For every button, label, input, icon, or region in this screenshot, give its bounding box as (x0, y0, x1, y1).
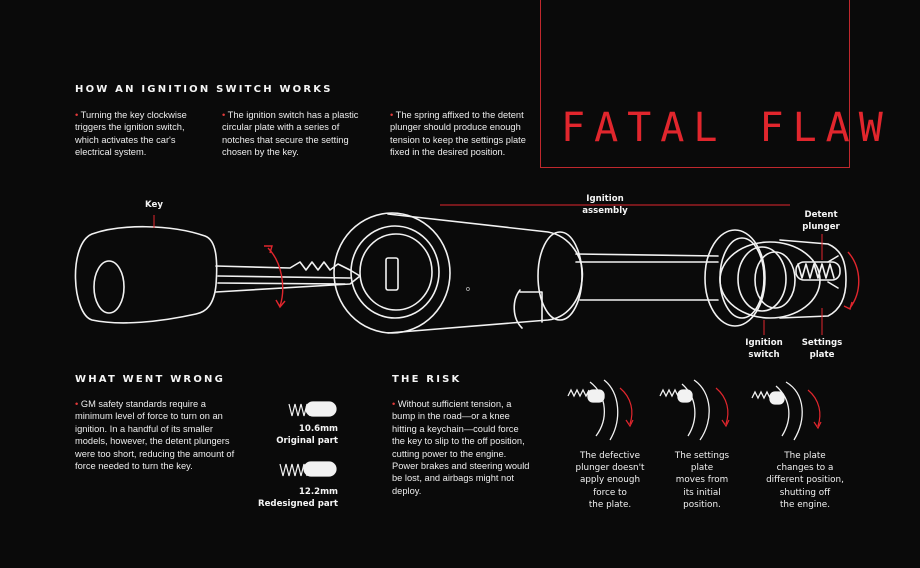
title-frame (540, 0, 850, 168)
switch-position-mark: o (466, 286, 470, 293)
detent-spring (797, 263, 835, 279)
shaft (575, 253, 719, 257)
redesigned-plunger (279, 461, 337, 477)
risk-step-1-illustration (567, 379, 619, 441)
ignition-switch (704, 229, 766, 327)
page-title: FATAL FLAW (561, 105, 892, 151)
key-hole (93, 260, 125, 314)
how-heading: HOW AN IGNITION SWITCH WORKS (75, 84, 333, 95)
key-rotation-arrow (267, 247, 284, 307)
wrong-text: • GM safety standards require a minimum … (75, 399, 235, 472)
key-head (74, 225, 218, 324)
how-point-1: • Turning the key clockwise triggers the… (75, 110, 187, 158)
plate-rotation-arrow (847, 251, 860, 309)
risk-text: • Without sufficient tension, a bump in … (392, 399, 530, 496)
original-plunger (288, 401, 337, 417)
wrong-heading: WHAT WENT WRONG (75, 374, 226, 385)
how-point-3: • The spring affixed to the detent plung… (390, 110, 526, 158)
risk-step-2-illustration (659, 379, 710, 441)
risk-heading: THE RISK (392, 374, 462, 385)
key-label: Key (145, 200, 163, 210)
how-point-2: • The ignition switch has a plastic circ… (222, 110, 359, 158)
risk-step-3-illustration (751, 381, 803, 441)
